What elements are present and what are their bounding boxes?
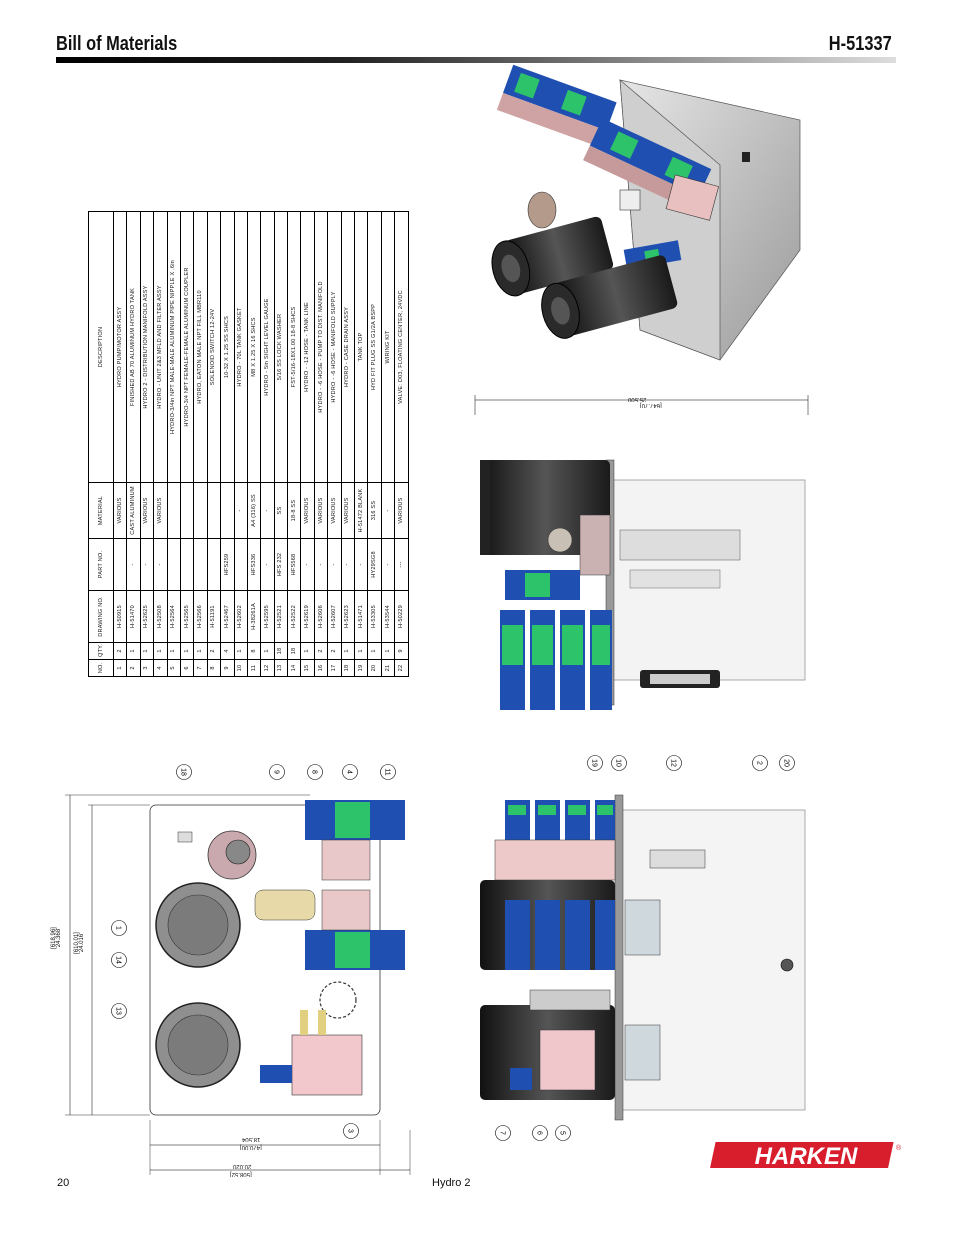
balloon-number: 7 [499,1131,506,1135]
balloon-side: 19 [587,755,603,771]
header-rule [56,57,896,63]
balloon-number: 3 [347,1129,354,1133]
balloon-side: 6 [532,1125,548,1141]
balloon-number: 13 [115,1007,122,1015]
front-view [65,794,411,1175]
balloon-number: 10 [615,759,622,767]
balloon-number: 18 [180,768,187,776]
side-view-top [480,459,806,710]
balloon-front: 3 [343,1123,359,1139]
balloon-front: 14 [111,952,127,968]
balloon-front: 9 [269,764,285,780]
balloon-front: 13 [111,1003,127,1019]
document-name: Hydro 2 [432,1177,471,1189]
harken-logo-text: HARKEN [755,1143,858,1170]
balloon-number: 9 [273,770,280,774]
page-number: 20 [57,1177,70,1189]
balloon-side: 10 [611,755,627,771]
balloon-number: 1 [115,926,122,930]
balloon-side: 12 [666,755,682,771]
valve-stack-side [500,610,612,710]
balloon-front: 11 [380,764,396,780]
balloon-number: 4 [346,770,353,774]
balloon-side: 2 [752,755,768,771]
balloon-number: 11 [384,768,391,775]
balloon-front: 18 [176,764,192,780]
balloon-number: 6 [536,1131,543,1135]
balloon-number: 5 [559,1131,566,1135]
balloon-front: 1 [111,920,127,936]
balloon-number: 19 [591,759,598,767]
balloon-side: 20 [779,755,795,771]
side-view-bottom [480,794,806,1121]
balloon-front: 4 [342,764,358,780]
valve-stack-front [505,800,615,840]
harken-logo: HARKEN ® [710,1142,902,1170]
page-title: Bill of Materials [56,33,178,55]
isometric-view [491,64,801,361]
balloon-number: 20 [783,759,790,767]
harken-registered-mark: ® [896,1144,902,1152]
balloon-number: 14 [115,956,122,964]
part-number: H-51337 [829,33,892,55]
balloon-number: 8 [311,770,318,774]
balloon-side: 7 [495,1125,511,1141]
side-depth-dimension [474,395,809,415]
balloon-side: 5 [555,1125,571,1141]
balloon-number: 2 [756,761,763,765]
balloon-front: 8 [307,764,323,780]
balloon-number: 12 [670,759,677,767]
